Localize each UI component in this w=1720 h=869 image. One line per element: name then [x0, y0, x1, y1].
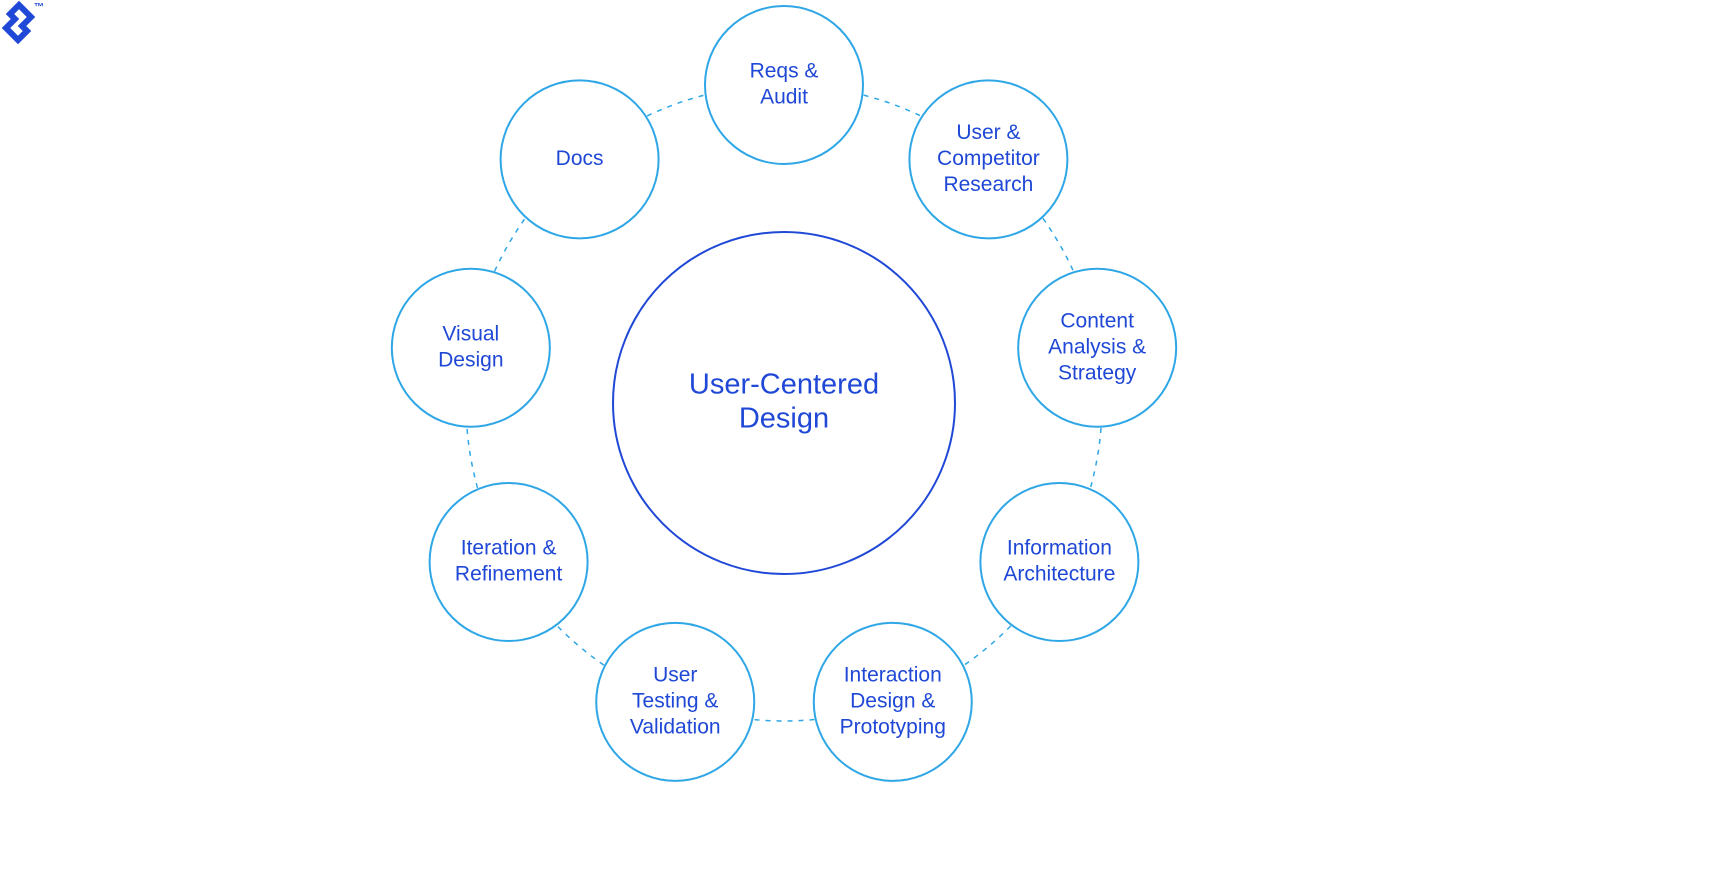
node-iteration-refinement: Iteration & Refinement [428, 482, 589, 642]
node-iteration-refinement-circle [428, 482, 589, 642]
node-docs-circle [499, 79, 660, 240]
center-label-line-2: Design [739, 403, 829, 435]
connector-6 [556, 625, 605, 666]
node-content-analysis-strategy-label-line-1: Content [1060, 309, 1134, 332]
node-user-testing-validation-label-line-2: Testing & [632, 689, 718, 712]
node-reqs-audit-label-line-1: Reqs & [750, 60, 819, 83]
connector-3 [1089, 427, 1102, 489]
node-docs-label-line-1: Docs [556, 147, 604, 170]
node-user-competitor-research-label-line-1: User & [956, 121, 1020, 144]
node-visual-design-label-line-2: Design [438, 348, 503, 371]
trademark-mark: ™ [34, 2, 44, 13]
connector-5 [753, 718, 815, 722]
node-reqs-audit: Reqs & Audit [704, 5, 864, 165]
connector-2 [1042, 217, 1075, 272]
node-reqs-audit-circle [704, 5, 864, 165]
node-iteration-refinement-label-line-2: Refinement [455, 563, 563, 586]
dashed-connectors [466, 94, 1102, 722]
node-content-analysis-strategy-label-line-2: Analysis & [1048, 335, 1146, 358]
node-interaction-design-prototyping-circle [812, 621, 973, 782]
node-information-architecture-label-line-1: Information [1007, 537, 1112, 560]
center-label-line-1: User-Centered [689, 369, 879, 401]
center-circle [612, 231, 956, 575]
node-interaction-design-prototyping-label-line-1: Interaction [844, 663, 942, 686]
node-content-analysis-strategy-label-line-3: Strategy [1058, 361, 1137, 384]
node-user-competitor-research-label-line-3: Research [943, 173, 1033, 196]
node-information-architecture-label-line-2: Architecture [1003, 563, 1115, 586]
node-visual-design-circle [390, 267, 551, 428]
node-interaction-design-prototyping-label-line-3: Prototyping [840, 715, 946, 738]
connector-1 [863, 94, 922, 117]
node-user-testing-validation-label-line-3: Validation [630, 715, 721, 738]
node-content-analysis-strategy-circle [1017, 267, 1178, 428]
node-docs: Docs [499, 79, 660, 240]
connector-9 [646, 94, 705, 117]
node-iteration-refinement-label-line-1: Iteration & [461, 537, 557, 560]
node-visual-design-label-line-1: Visual [442, 322, 499, 345]
node-information-architecture-circle [979, 482, 1140, 642]
connector-4 [963, 625, 1012, 666]
node-user-testing-validation-circle [595, 621, 756, 782]
node-user-testing-validation-label-line-1: User [653, 663, 697, 686]
logo: ™ [0, 0, 70, 60]
node-user-competitor-research-label-line-2: Competitor [937, 147, 1040, 170]
connector-8 [493, 217, 526, 272]
node-reqs-audit-label-line-2: Audit [760, 86, 808, 109]
node-user-competitor-research-circle [908, 79, 1069, 240]
connector-7 [466, 427, 479, 489]
node-interaction-design-prototyping-label-line-2: Design & [850, 689, 935, 712]
logo-icon [1, 0, 36, 45]
